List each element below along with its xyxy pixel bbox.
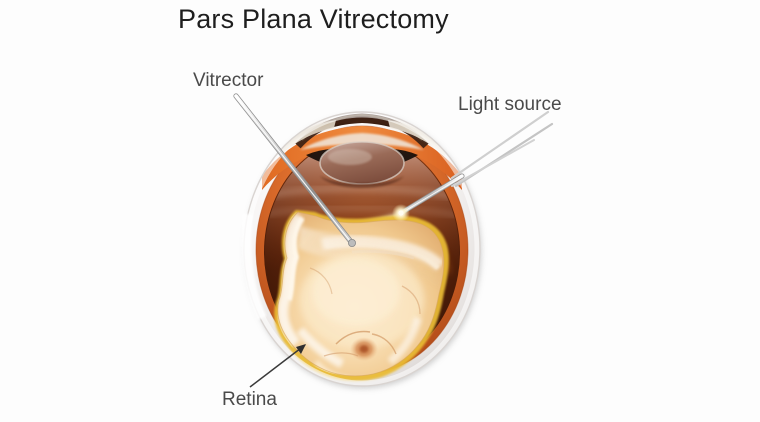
retina-vessel-5 [309,267,333,295]
retina-vessel-2 [371,333,397,355]
lens-highlight [328,149,372,165]
leader-lines [249,344,306,388]
light-fiber-3 [451,139,535,187]
retina-vessel-1 [335,330,371,345]
light-shaft-highlight [402,177,461,213]
label-light-source: Light source [458,94,562,115]
posterior-lens-shadow [320,176,404,188]
page-title: Pars Plana Vitrectomy [178,4,449,34]
retina-vessel-4 [401,285,421,315]
vitrector-probe[interactable] [233,93,356,247]
retina-fold-lower-left [296,327,345,369]
vitrector-shaft-highlight [237,98,351,242]
label-vitrector: Vitrector [193,70,264,91]
label-retina: Retina [222,389,277,410]
vitreous-strata-1 [265,185,459,201]
light-probe[interactable] [392,110,554,222]
sclera-highlight-left [241,213,267,321]
light-tip [398,210,404,216]
retina-fold-left [277,212,305,348]
limbus-right [388,120,448,156]
vitreous-strata-2 [265,205,459,219]
light-fiber-1 [450,110,550,180]
detached-retina [274,210,449,381]
iris [262,126,462,190]
fovea [360,345,368,353]
retina-leader-line [249,344,306,388]
retina-leader-arrow [296,344,306,354]
retina-highlight-left [286,216,305,301]
retina-dome-core [312,258,400,326]
retina-fold-lower-right [387,316,422,366]
vitrector-tip [347,238,356,247]
retina-outline [277,211,445,377]
limbus-left [276,120,336,156]
